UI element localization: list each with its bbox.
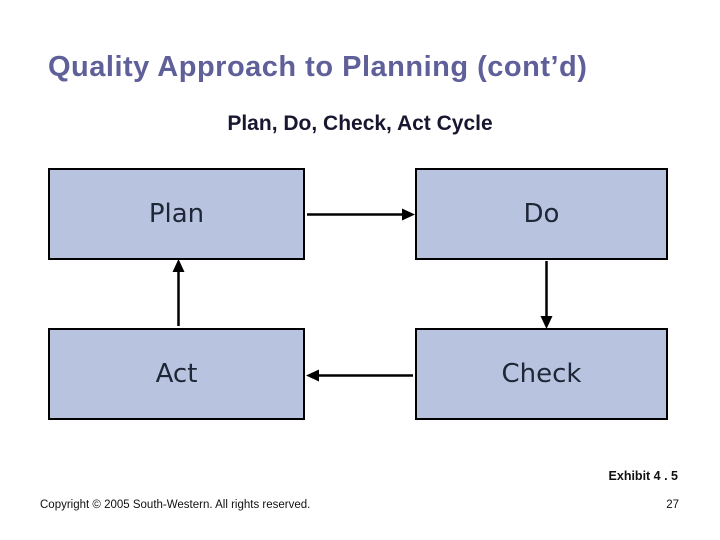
box-plan-label: Plan <box>148 199 205 229</box>
diagram-box-act: Act <box>48 328 305 420</box>
box-act-label: Act <box>155 359 198 389</box>
slide-subtitle: Plan, Do, Check, Act Cycle <box>227 112 493 135</box>
arrow-act-to-plan <box>172 259 185 326</box>
box-check-label: Check <box>501 359 582 389</box>
arrow-plan-to-do <box>307 208 415 221</box>
copyright-notice: Copyright © 2005 South-Western. All righ… <box>40 499 311 511</box>
exhibit-label: Exhibit 4 . 5 <box>608 469 678 483</box>
page-number: 27 <box>666 499 679 511</box>
arrow-do-to-check <box>540 261 553 329</box>
slide-title: Quality Approach to Planning (cont’d) <box>48 51 588 83</box>
diagram-box-check: Check <box>415 328 668 420</box>
arrow-check-to-act <box>306 369 413 382</box>
box-do-label: Do <box>523 199 560 229</box>
diagram-box-do: Do <box>415 168 668 260</box>
diagram-box-plan: Plan <box>48 168 305 260</box>
